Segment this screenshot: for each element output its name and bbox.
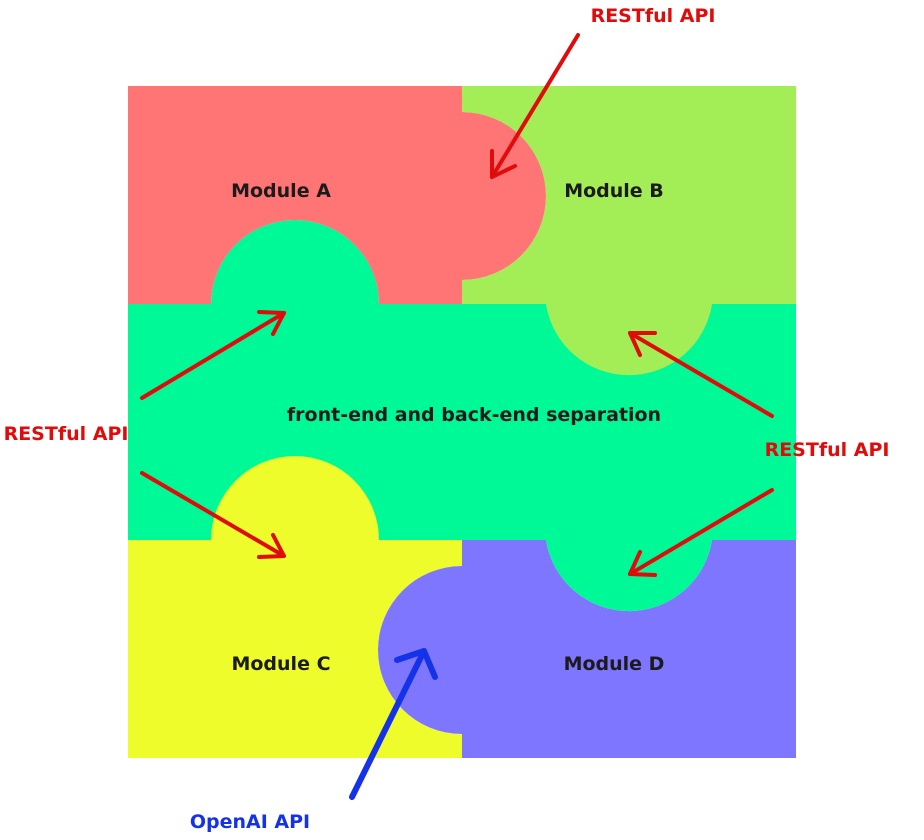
arrow-left-lower-restful [140, 471, 286, 559]
arrow-left-upper-restful [140, 310, 286, 400]
center-label: front-end and back-end separation [287, 404, 661, 426]
api-label-bottom: OpenAI API [190, 811, 310, 833]
arrow-top-restful [490, 33, 580, 179]
api-label-left: RESTful API [4, 423, 129, 445]
module-d-label: Module D [564, 653, 665, 675]
module-a-label: Module A [231, 180, 331, 202]
arrow-right-upper-restful [628, 331, 774, 418]
api-label-right: RESTful API [765, 439, 890, 461]
module-c-label: Module C [231, 653, 330, 675]
module-b-label: Module B [564, 180, 664, 202]
api-label-top: RESTful API [591, 5, 716, 27]
module-a-piece [128, 86, 546, 304]
arrow-bottom-openai [349, 648, 438, 800]
module-d-piece [378, 540, 796, 758]
module-c-piece [128, 456, 462, 758]
arrow-right-lower-restful [628, 488, 774, 577]
